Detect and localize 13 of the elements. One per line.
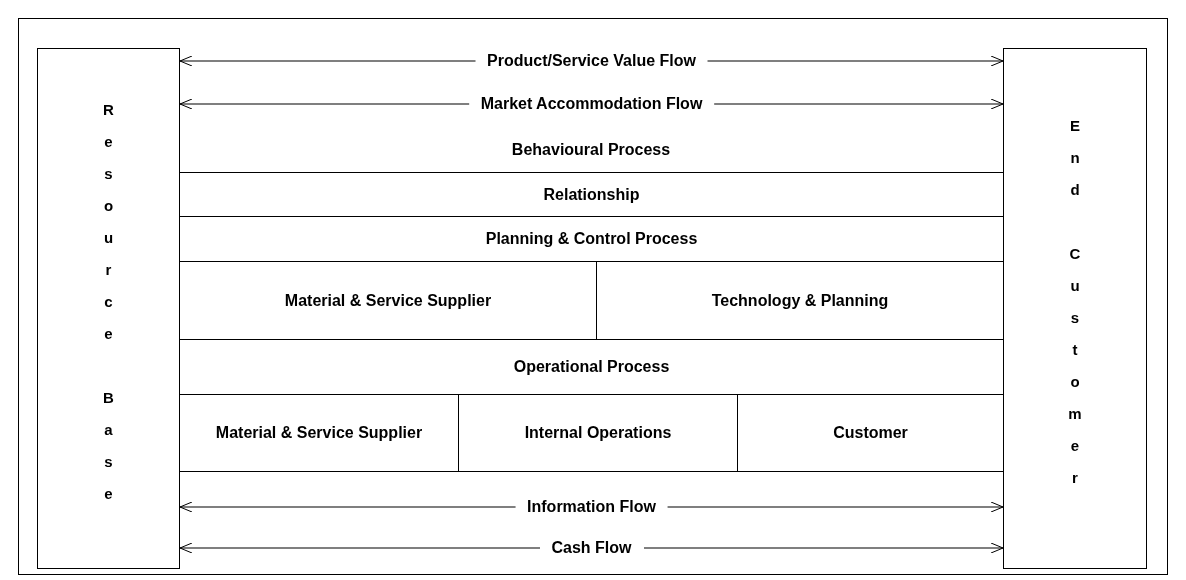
band-label: Internal Operations	[524, 423, 672, 443]
band-label: Technology & Planning	[711, 290, 889, 311]
process-heading: Behavioural Process	[510, 141, 672, 159]
band-label: Planning & Control Process	[485, 229, 698, 249]
vertical-label: Resource Base	[100, 100, 117, 517]
band-label: Material & Service Supplier	[215, 423, 423, 443]
band-label: Material & Service Supplier	[284, 290, 492, 311]
band-label: Operational Process	[513, 357, 670, 377]
vertical-label: End Customer	[1066, 116, 1084, 501]
customer-box	[1003, 48, 1147, 569]
band-label: Relationship	[543, 184, 640, 205]
band-label: Customer	[833, 423, 908, 443]
resource-box	[37, 48, 180, 569]
